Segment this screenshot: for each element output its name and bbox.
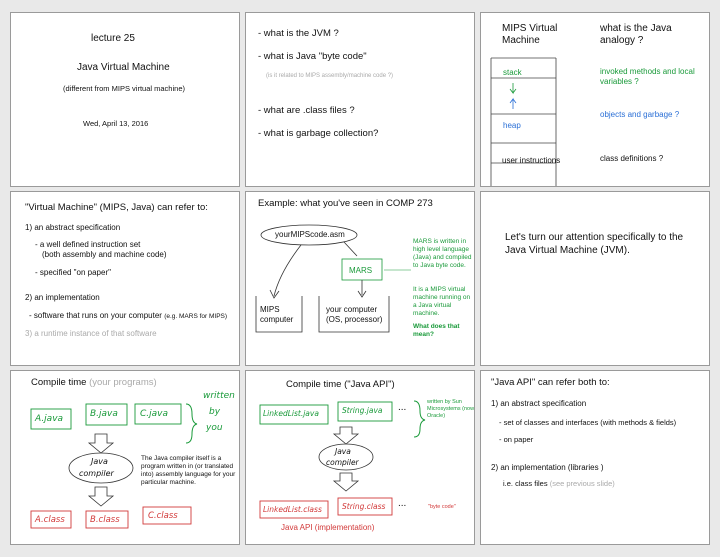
source-file-a: A.java — [35, 414, 64, 424]
slide-7: Compile time (your programs) A.java B.ja… — [10, 370, 240, 545]
slide-title: "Java API" can refer both to: — [491, 377, 610, 388]
stack-label: stack — [503, 68, 522, 77]
slide-2: - what is the JVM ? - what is Java "byte… — [245, 12, 475, 187]
asm-file-label: yourMIPScode.asm — [275, 230, 345, 239]
java-compiler-label-1: Java — [91, 457, 108, 466]
mars-question: What does that mean? — [413, 323, 460, 339]
question-class-files: - what are .class files ? — [258, 105, 355, 116]
api-class-files-ref: (see previous slide) — [549, 479, 615, 488]
class-file-a: A.class — [35, 515, 65, 525]
api-class-linkedlist: LinkedList.class — [263, 505, 322, 514]
slide-title: "Virtual Machine" (MIPS, Java) can refer… — [25, 202, 208, 213]
heap-label: heap — [503, 121, 521, 130]
item-runtime-instance: 3) a runtime instance of that software — [25, 329, 157, 338]
api-class-string: String.class — [342, 502, 386, 511]
written-by-you-2: by — [209, 407, 221, 417]
item-software-text: - software that runs on your computer — [29, 311, 162, 320]
item-abstract-spec: 1) an abstract specification — [25, 223, 121, 232]
question-note: (is it related to MIPS assembly/machine … — [266, 73, 394, 79]
source-file-b: B.java — [90, 409, 118, 419]
api-on-paper: - on paper — [499, 435, 534, 444]
your-computer-label-1: your computer — [326, 305, 378, 314]
mars-label: MARS — [349, 266, 373, 275]
mips-vm-heading-2: Machine — [502, 35, 540, 46]
slide-6: Let's turn our attention specifically to… — [480, 191, 710, 366]
java-compiler-label-2: compiler — [79, 469, 114, 478]
slide-subtitle: (different from MIPS virtual machine) — [63, 84, 185, 93]
slide-5: Example: what you've seen in COMP 273 yo… — [245, 191, 475, 366]
api-abstract-spec: 1) an abstract specification — [491, 399, 587, 408]
byte-code-label: "byte code" — [428, 504, 456, 510]
mips-computer-label-2: computer — [260, 315, 294, 324]
java-analogy-heading-2: analogy ? — [600, 35, 644, 46]
item-instruction-set: - a well defined instruction set — [35, 240, 141, 249]
item-on-paper: - specified "on paper" — [35, 268, 111, 277]
java-analogy-heading-1: what is the Java — [600, 23, 672, 34]
slide-3: MIPS Virtual Machine what is the Java an… — [480, 12, 710, 187]
written-by-sun-note: written by Sun Microsystems (now Oracle) — [427, 399, 475, 419]
mips-computer-label-1: MIPS — [260, 305, 280, 314]
jvm-focus-text: Let's turn our attention specifically to… — [505, 232, 684, 256]
api-compile-diagram — [259, 400, 426, 519]
written-by-you-1: written — [203, 391, 235, 401]
class-file-c: C.class — [148, 511, 178, 521]
api-compiler-label-1: Java — [335, 447, 351, 456]
question-bytecode: - what is Java "byte code" — [258, 51, 367, 62]
api-implementation: 2) an implementation (libraries ) — [491, 463, 604, 472]
slide-9: "Java API" can refer both to: 1) an abst… — [480, 370, 710, 545]
lecture-number: lecture 25 — [91, 33, 135, 44]
compile-diagram — [30, 403, 198, 529]
item-software-example: (e.g. MARS for MIPS) — [164, 313, 228, 320]
mars-note-1: MARS is written in high level language (… — [413, 238, 472, 270]
heap-analogy-note: objects and garbage ? — [600, 110, 680, 119]
mips-vm-heading-1: MIPS Virtual — [502, 23, 558, 34]
mars-note-2: It is a MIPS virtual machine running on … — [413, 286, 471, 318]
user-instructions-label: user instructions — [502, 156, 561, 165]
lecture-date: Wed, April 13, 2016 — [83, 119, 149, 128]
mars-diagram — [255, 224, 411, 333]
your-computer-label-2: (OS, processor) — [326, 315, 383, 324]
api-classes-interfaces: - set of classes and interfaces (with me… — [499, 418, 677, 427]
item-implementation: 2) an implementation — [25, 293, 100, 302]
instructions-analogy-note: class definitions ? — [600, 154, 664, 163]
api-class-ellipsis: ... — [398, 498, 407, 509]
slide-title: Compile time (your programs) — [31, 377, 157, 389]
api-source-ellipsis: ... — [398, 402, 407, 413]
item-instruction-set-detail: (both assembly and machine code) — [42, 250, 167, 259]
slide-title-main: Compile time — [31, 377, 87, 388]
item-software: - software that runs on your computer (e… — [29, 311, 227, 321]
written-by-you-3: you — [206, 423, 223, 433]
api-class-files: i.e. class files (see previous slide) — [503, 479, 615, 488]
api-implementation-label: Java API (implementation) — [281, 523, 375, 532]
question-jvm: - what is the JVM ? — [258, 28, 339, 39]
compiler-description: The Java compiler itself is a program wr… — [141, 455, 236, 487]
api-source-linkedlist: LinkedList.java — [263, 409, 319, 418]
slide-title: Java Virtual Machine — [77, 62, 170, 73]
slide-title-aside: (your programs) — [89, 377, 157, 388]
class-file-b: B.class — [90, 515, 120, 525]
slide-title: Compile time ("Java API") — [286, 379, 395, 390]
question-gc: - what is garbage collection? — [258, 128, 379, 139]
slide-title: Example: what you've seen in COMP 273 — [258, 198, 433, 209]
source-file-c: C.java — [140, 409, 169, 419]
slide-4: "Virtual Machine" (MIPS, Java) can refer… — [10, 191, 240, 366]
slide-1: lecture 25 Java Virtual Machine (differe… — [10, 12, 240, 187]
slide-8: Compile time ("Java API") LinkedList.jav… — [245, 370, 475, 545]
api-class-files-text: i.e. class files — [503, 479, 548, 488]
api-source-string: String.java — [342, 406, 383, 415]
stack-analogy-note: invoked methods and local variables ? — [600, 67, 695, 86]
api-compiler-label-2: compiler — [326, 458, 359, 467]
memory-diagram — [490, 57, 557, 186]
